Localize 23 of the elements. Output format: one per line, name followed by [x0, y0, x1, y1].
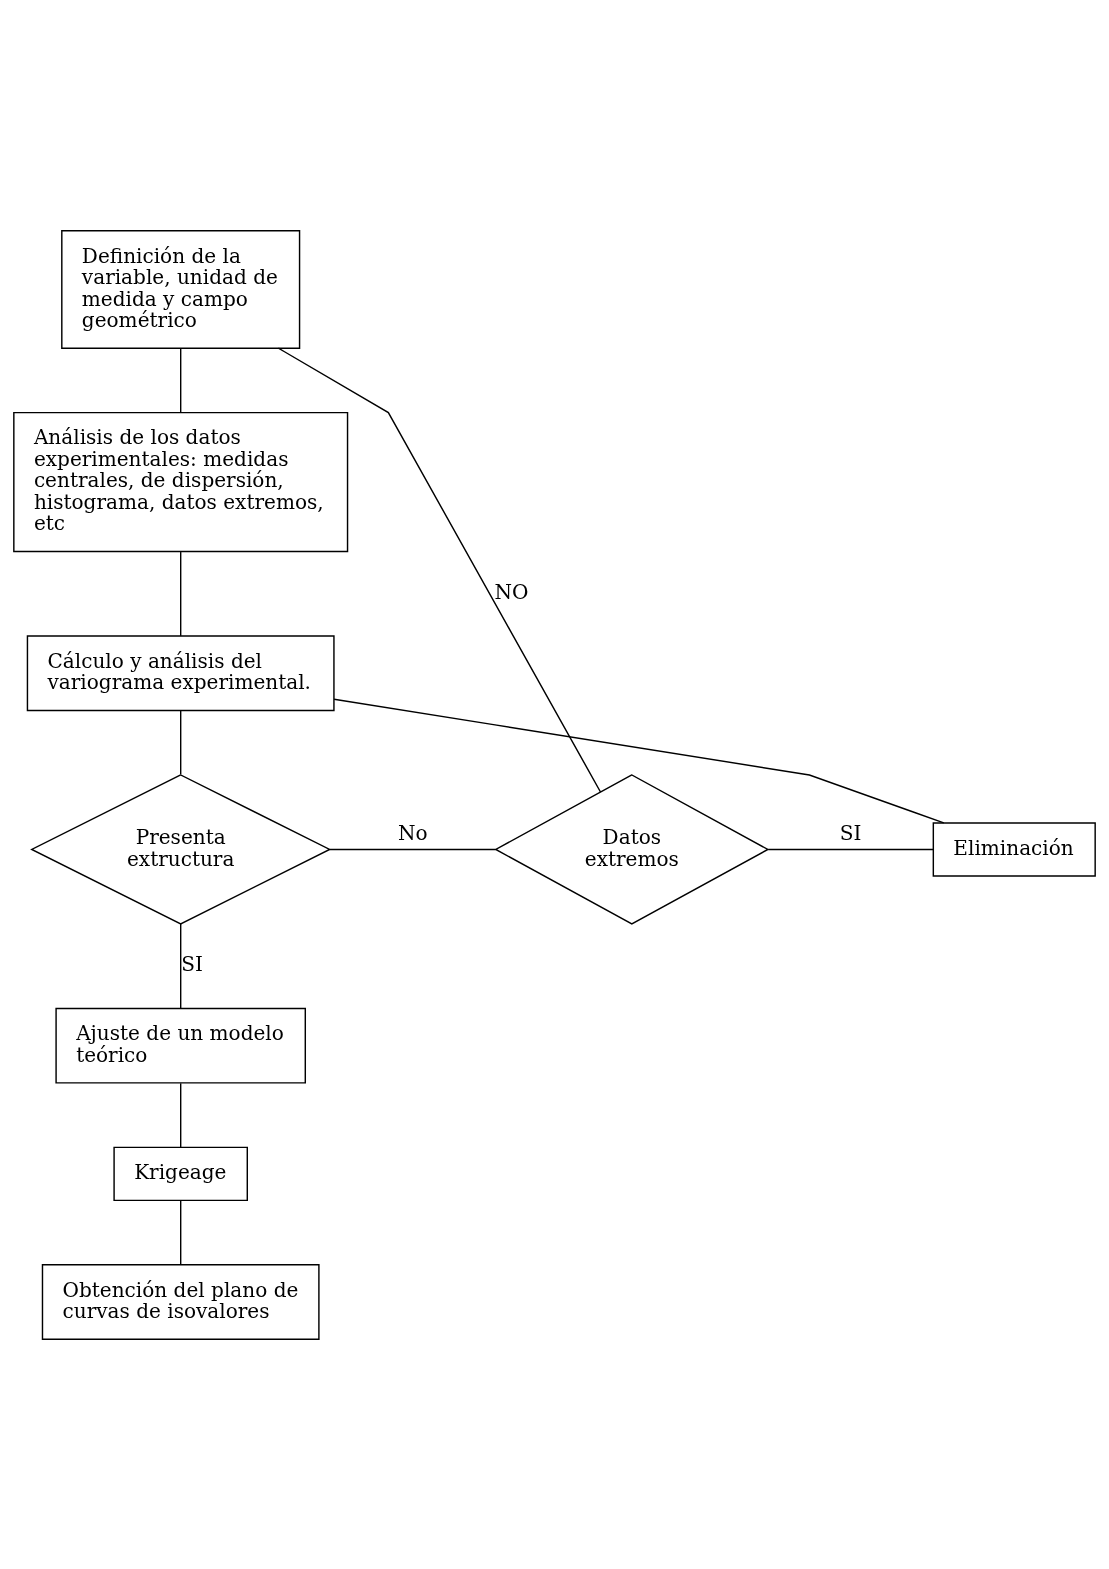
- node-box: Definición de la variable, unidad de medida y campo geométrico: [61, 229, 301, 349]
- edge-label: SI: [839, 820, 862, 845]
- node-box: Análisis de los datos experimentales: medidas centrales, de dispersión, histograma, datos extremos, etc: [13, 411, 349, 552]
- connector: [179, 709, 182, 775]
- connector: [333, 697, 945, 824]
- connector: [179, 550, 182, 637]
- connector: [179, 922, 182, 1009]
- edge-label: SI: [181, 951, 203, 976]
- connector: [179, 347, 182, 413]
- edge-label: NO: [494, 579, 529, 604]
- node-box: Cálculo y análisis del variograma experimental.: [26, 634, 335, 711]
- edge-label: No: [397, 820, 428, 845]
- connector: [179, 1199, 182, 1265]
- node-box: Eliminación: [932, 821, 1096, 877]
- node-box: Krigeage: [113, 1146, 248, 1201]
- connector: [328, 848, 497, 850]
- node-box: Ajuste de un modelo teórico: [55, 1007, 306, 1084]
- connector: [179, 1082, 182, 1148]
- node-box: Obtención del plano de curvas de isovalores: [41, 1263, 320, 1340]
- connector: [767, 848, 934, 850]
- connector: [277, 346, 602, 793]
- node-diamond: Presenta extructura: [30, 773, 332, 925]
- node-diamond: Datos extremos: [494, 773, 770, 925]
